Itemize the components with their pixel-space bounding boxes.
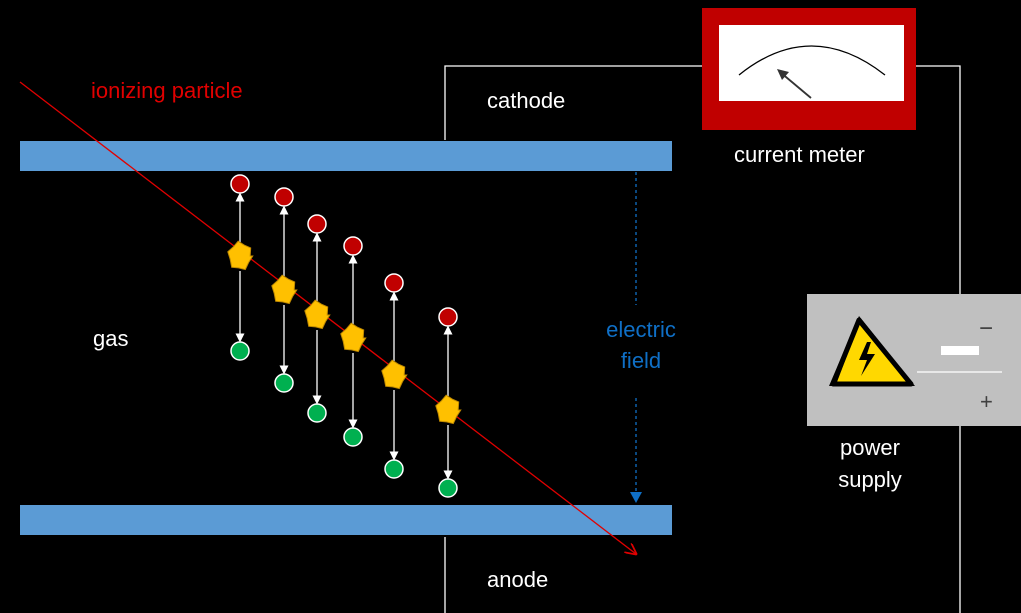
electric-field-arrowhead — [630, 492, 642, 503]
electron — [230, 341, 250, 361]
current-meter-label: current meter — [734, 142, 865, 167]
current-meter — [702, 8, 916, 130]
electric-field-label: electric field — [598, 314, 684, 376]
meter-scale-arc — [738, 45, 886, 76]
ion-pairs — [227, 174, 462, 498]
plus-sign: + — [980, 389, 993, 414]
needle-tip — [777, 69, 789, 80]
cathode-label: cathode — [487, 88, 566, 113]
ionization-cluster — [227, 240, 254, 271]
battery-negative-plate — [941, 346, 979, 355]
electron — [343, 427, 363, 447]
electron — [438, 478, 458, 498]
meter-dial — [738, 45, 886, 99]
electron — [274, 373, 294, 393]
ionization-cluster — [271, 274, 298, 305]
anode-label: anode — [487, 567, 549, 592]
meter-wire — [916, 65, 961, 294]
positive-ion — [343, 236, 363, 256]
electron — [307, 403, 327, 423]
positive-ion — [438, 307, 458, 327]
cathode-plate — [20, 141, 672, 171]
gas-label: gas — [93, 326, 129, 351]
positive-ion — [274, 187, 294, 207]
electron — [384, 459, 404, 479]
power-supply-label-line2: supply — [838, 467, 902, 492]
positive-ion — [230, 174, 250, 194]
positive-ion — [384, 273, 404, 293]
ionization-cluster — [340, 322, 367, 353]
minus-sign: − — [979, 315, 993, 342]
power-supply-label: power supply — [834, 432, 906, 496]
anode-plate — [20, 505, 672, 535]
power-supply-label-line1: power — [840, 435, 900, 460]
ionization-cluster — [381, 359, 408, 390]
cathode-wire — [444, 65, 702, 140]
meter-face — [719, 25, 904, 101]
ionization-cluster — [304, 299, 331, 330]
power-supply-graphic: − + — [829, 315, 1002, 414]
electric-field-label-line1: electric — [606, 317, 676, 342]
ionization-cluster — [435, 394, 462, 425]
positive-ion — [307, 214, 327, 234]
ionizing-particle-label: ionizing particle — [91, 78, 243, 103]
electric-field-label-line2: field — [620, 348, 662, 373]
high-voltage-warning-icon — [829, 316, 915, 387]
power-supply: − + — [807, 294, 1021, 426]
